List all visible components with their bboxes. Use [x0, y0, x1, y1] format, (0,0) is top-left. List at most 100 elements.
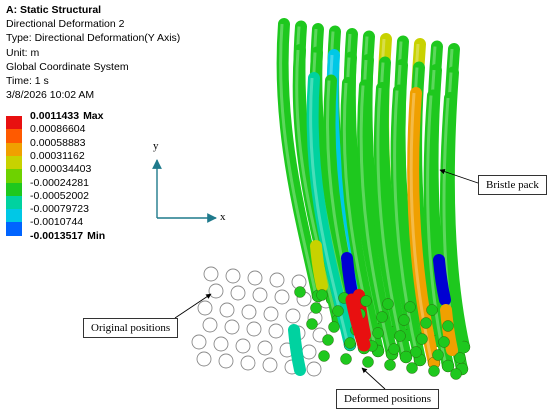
legend-color-swatch	[6, 169, 22, 184]
bristle[interactable]	[340, 77, 384, 357]
deformed-position-dot	[318, 350, 330, 362]
bristle-highlight	[359, 85, 392, 355]
deformed-position-dot	[344, 337, 356, 349]
deformed-position-dot	[428, 365, 440, 377]
legend-value: -0.00079723	[30, 203, 89, 216]
deformed-position-dot	[442, 320, 454, 332]
bristle-pack[interactable]	[276, 18, 471, 380]
deformed-position-dot	[306, 318, 318, 330]
bristle-pack-leader	[439, 169, 479, 184]
legend-value: 0.00058883	[30, 136, 86, 149]
bristle-tip	[399, 350, 413, 364]
original-positions-callout: Original positions	[83, 318, 179, 338]
bristle[interactable]	[390, 84, 426, 366]
deformed-position-dot	[432, 349, 444, 361]
legend-value: 0.000034403	[30, 163, 92, 176]
legend-color-swatch	[6, 129, 22, 144]
deformed-position-dot	[450, 368, 462, 380]
original-position-circle	[252, 287, 268, 303]
bristle-tip	[441, 359, 455, 373]
analysis-title: A: Static Structural	[6, 4, 102, 16]
original-position-circle	[268, 323, 284, 339]
legend-entry: -0.00079723	[6, 203, 206, 224]
deformed-position-dot	[404, 301, 416, 313]
legend-value: -0.00052002	[30, 189, 89, 202]
legend-value: -0.0010744	[30, 216, 84, 229]
bristle[interactable]	[373, 82, 412, 363]
legend-color-swatch	[6, 142, 22, 157]
bristle-deformation-region	[310, 240, 328, 292]
original-position-circle	[196, 351, 212, 367]
original-position-circle	[257, 340, 273, 356]
original-position-circle	[301, 344, 317, 360]
deformed-position-dot	[388, 343, 400, 355]
original-position-circle	[247, 270, 263, 286]
triad-x-label: x	[220, 211, 226, 223]
deformed-position-dot	[416, 333, 428, 345]
bristle[interactable]	[276, 18, 324, 302]
legend-value-label: -0.00052002	[30, 190, 89, 202]
original-positions-leader	[174, 293, 212, 319]
deformed-position-dot	[340, 353, 352, 365]
original-position-circle	[213, 336, 229, 352]
original-position-circle	[203, 266, 219, 282]
bristle-highlight	[279, 23, 318, 297]
deformed-position-dot	[394, 330, 406, 342]
original-position-circle	[208, 283, 224, 299]
legend-entry: 0.00031162	[6, 150, 206, 170]
original-position-circle	[269, 272, 285, 288]
bristle[interactable]	[440, 92, 468, 375]
deformed-position-dot	[438, 336, 450, 348]
bristle-highlight	[295, 49, 338, 321]
bristle-deformation-region	[433, 254, 451, 306]
deformed-position-dot	[322, 334, 334, 346]
bristle-highlight	[309, 77, 350, 346]
original-position-circle	[246, 321, 262, 337]
deformed-position-dot	[406, 362, 418, 374]
legend-color-swatch	[6, 209, 22, 224]
bristle-highlight	[376, 87, 406, 358]
legend-value: 0.00086604	[30, 123, 86, 136]
result-time: Time: 1 s	[6, 75, 49, 88]
legend-value-label: 0.00031162	[30, 150, 85, 162]
bristle[interactable]	[306, 72, 356, 351]
original-position-circle	[274, 289, 290, 305]
original-positions-markers	[191, 266, 334, 377]
legend-min-tag: Min	[87, 229, 106, 242]
bristle[interactable]	[357, 79, 398, 360]
original-position-circle	[219, 302, 235, 318]
original-position-circle	[225, 268, 241, 284]
result-type: Type: Directional Deformation(Y Axis)	[6, 32, 181, 45]
result-unit: Unit: m	[6, 46, 40, 59]
original-position-circle	[224, 319, 240, 335]
legend-entry: -0.0010744	[6, 216, 206, 237]
deformed-position-dot	[398, 314, 410, 326]
triad-y-label: y	[153, 140, 159, 152]
coordinate-triad	[152, 159, 217, 223]
deformed-position-dot	[454, 352, 466, 364]
legend-value-label: -0.0010744	[30, 216, 83, 228]
deformed-position-dot	[294, 286, 306, 298]
original-position-circle	[263, 306, 279, 322]
original-position-circle	[262, 357, 278, 373]
deformed-position-dot	[426, 304, 438, 316]
legend-color-swatch	[6, 222, 22, 237]
deformed-positions-leader	[361, 367, 386, 390]
deformed-position-dot	[376, 311, 388, 323]
bristle[interactable]	[407, 87, 440, 369]
legend-value-label: -0.00024281	[30, 177, 89, 189]
legend-value-label: 0.00058883	[30, 137, 85, 149]
legend-color-swatch	[6, 155, 22, 170]
deformed-position-dot	[382, 298, 394, 310]
legend-entry: -0.00024281	[6, 177, 206, 197]
original-position-circle	[240, 355, 256, 371]
legend-entry: 0.00058883	[6, 137, 206, 157]
bristle-deformation-region	[341, 252, 359, 304]
legend-value: 0.00031162	[30, 149, 85, 162]
deformed-position-dot	[372, 327, 384, 339]
